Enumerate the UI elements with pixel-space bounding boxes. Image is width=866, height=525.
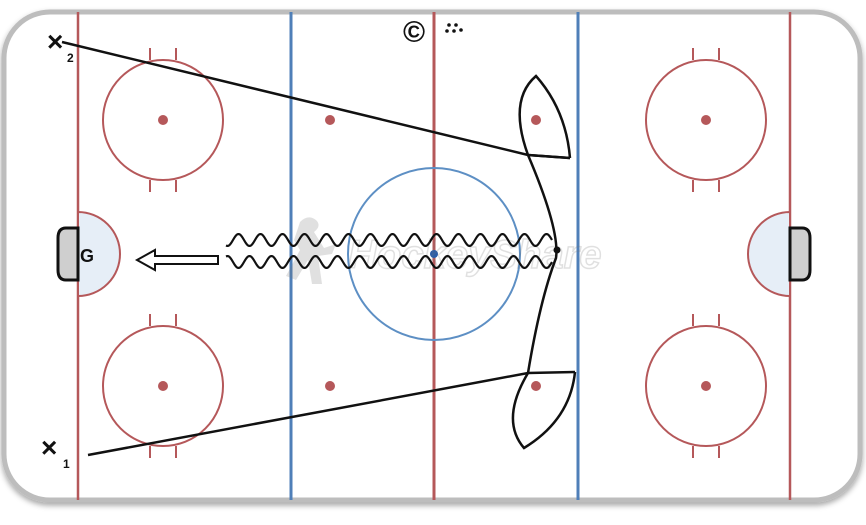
goal-net-left — [56, 226, 80, 282]
curve-middle-arc — [526, 154, 558, 374]
goalie-label: G — [80, 246, 94, 266]
puck-start-dot — [553, 246, 561, 254]
curve-bottom-arc — [511, 371, 577, 450]
faceoff-circle-bottom-right — [645, 314, 767, 458]
faceoff-circle-top-left — [102, 48, 224, 192]
coach-symbol: © — [403, 16, 425, 49]
player-1-marker: × — [41, 432, 57, 463]
faceoff-circle-bottom-left — [102, 314, 224, 458]
crease-left — [77, 210, 121, 298]
neutral-dot-top-right — [531, 115, 541, 125]
player-1-number: 1 — [63, 457, 70, 471]
player-2-number: 2 — [67, 51, 74, 65]
crease-right — [747, 210, 791, 298]
faceoff-dot-top-right — [701, 115, 711, 125]
center-dot — [430, 250, 438, 258]
curve-top-arc — [518, 74, 572, 160]
faceoff-dot-bottom-left — [158, 381, 168, 391]
player-2-marker: × — [47, 26, 63, 57]
faceoff-circle-top-right — [645, 48, 767, 192]
wavy-line-bottom — [225, 255, 553, 269]
puck-dots-icon — [445, 23, 463, 33]
neutral-dot-bottom-right — [531, 381, 541, 391]
wavy-line-top — [225, 233, 553, 247]
faceoff-dot-top-left — [158, 115, 168, 125]
pass-arrow — [134, 248, 219, 272]
faceoff-dot-bottom-right — [701, 381, 711, 391]
center-circle — [347, 167, 521, 341]
neutral-dot-bottom-left — [325, 381, 335, 391]
goal-net-right — [788, 226, 812, 282]
neutral-dot-top-left — [325, 115, 335, 125]
